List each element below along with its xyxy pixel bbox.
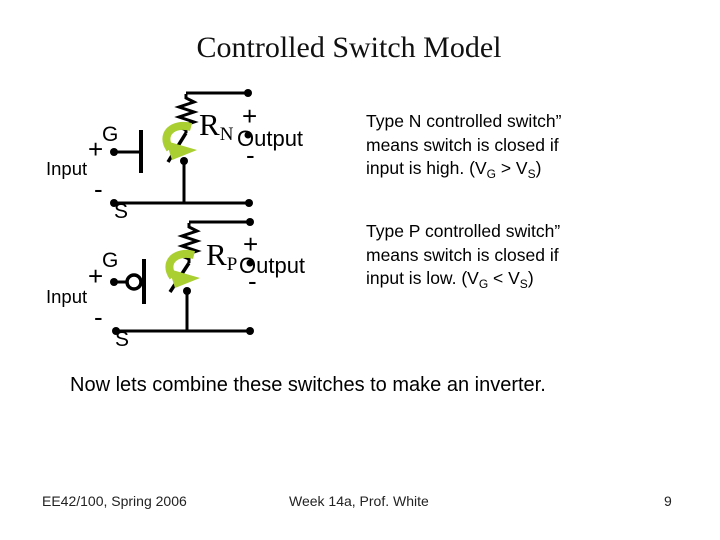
p-output-minus-sign: - <box>248 266 257 296</box>
n-input-minus-sign: - <box>94 174 103 204</box>
p-output-label: Output <box>239 253 306 278</box>
p-switch-note-line2: means switch is closed if <box>366 244 559 265</box>
n-output-plus-sign: + <box>242 101 258 131</box>
p-input-minus-sign: - <box>94 302 103 332</box>
n-source-label: S <box>114 200 129 223</box>
n-output-terminal-dot <box>244 131 252 139</box>
p-input-plus-sign: + <box>88 261 104 291</box>
p-switch-circuit-diagram <box>110 218 254 335</box>
n-switch-note-line1: Type N controlled switch” <box>366 111 562 131</box>
n-input-label: Input <box>46 158 88 179</box>
n-switch-action-arrowhead-icon <box>166 141 197 160</box>
n-resistance-label: RN <box>199 107 234 145</box>
p-switch-action-arrowhead-icon <box>169 269 200 288</box>
n-top-node-dot <box>244 89 252 97</box>
p-gate-terminal-dot <box>110 278 118 286</box>
footer-week-author: Week 14a, Prof. White <box>289 493 429 509</box>
n-bottom-right-node-dot <box>245 199 253 207</box>
n-switch-note-line2: means switch is closed if <box>366 134 559 155</box>
footer-page-number: 9 <box>664 493 672 509</box>
n-gate-label: G <box>102 123 119 146</box>
p-gate-label: G <box>102 249 119 272</box>
n-input-plus-sign: + <box>88 134 104 164</box>
p-switch-note-line3: input is low. (VG < VS) <box>366 268 534 291</box>
p-bottom-left-node-dot <box>112 327 120 335</box>
p-source-label: S <box>115 328 130 351</box>
p-switch-note: Type P controlled switch” means switch i… <box>366 220 626 297</box>
p-top-node-dot <box>246 218 254 226</box>
vs-subscript: S <box>527 167 536 181</box>
n-switch-note: Type N controlled switch” means switch i… <box>366 110 626 187</box>
n-bottom-left-node-dot <box>110 199 118 207</box>
p-resistance-label: RP <box>206 237 238 275</box>
p-output-plus-sign: + <box>243 229 259 259</box>
p-resistance-subscript: P <box>226 254 238 275</box>
p-gate-inversion-bubble-icon <box>125 273 143 291</box>
page-title: Controlled Switch Model <box>196 31 502 64</box>
p-switch-note-line1: Type P controlled switch” <box>366 221 561 241</box>
vg-subscript: G <box>478 277 489 291</box>
footer-course: EE42/100, Spring 2006 <box>42 493 187 509</box>
n-output-label: Output <box>237 126 304 151</box>
n-resistance-subscript: N <box>219 124 234 145</box>
bottom-note: Now lets combine these switches to make … <box>70 374 546 396</box>
vs-subscript: S <box>519 277 528 291</box>
n-gate-terminal-dot <box>110 148 118 156</box>
p-bottom-right-node-dot <box>246 327 254 335</box>
n-switch-note-line3: input is high. (VG > VS) <box>366 158 542 181</box>
vg-subscript: G <box>486 167 496 181</box>
p-input-label: Input <box>46 286 88 307</box>
n-output-minus-sign: - <box>246 140 255 170</box>
n-switch-circuit-diagram <box>110 89 253 207</box>
p-output-terminal-dot <box>246 259 254 267</box>
